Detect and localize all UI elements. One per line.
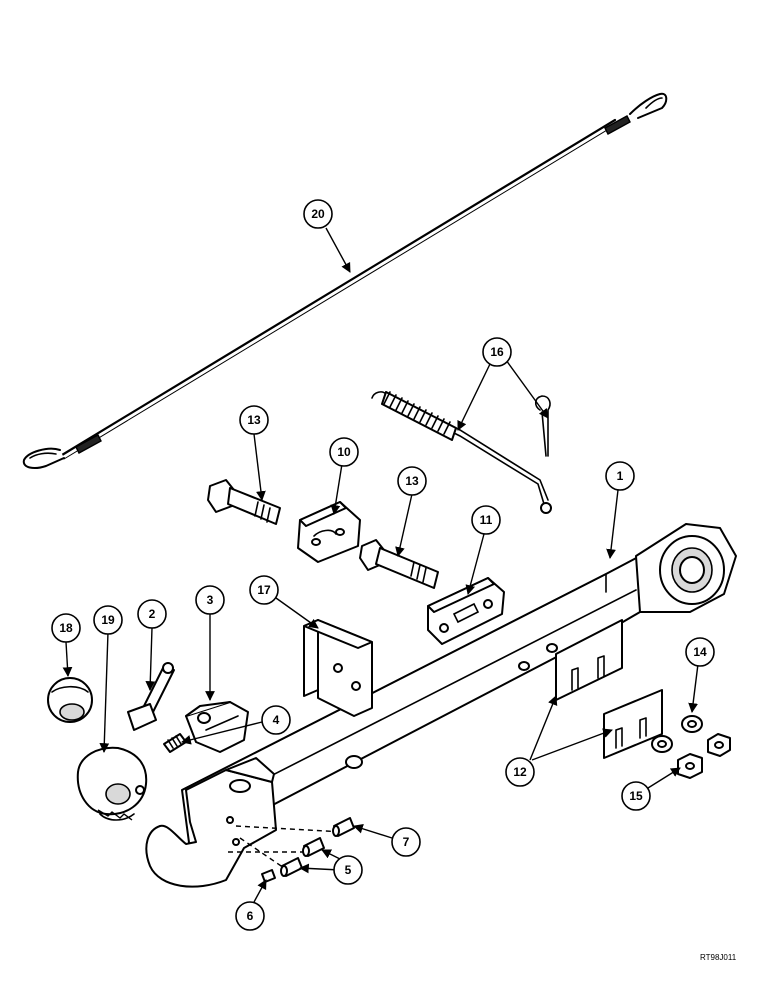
r-clip (534, 395, 551, 457)
cable-crimp-left (75, 434, 102, 454)
callout-12: 12 (505, 757, 535, 787)
snap-hook-right (629, 92, 668, 119)
leader-lines (62, 227, 699, 903)
callout-2: 2 (137, 599, 167, 629)
svg-text:5: 5 (345, 863, 352, 877)
svg-text:18: 18 (59, 621, 73, 635)
ball-end-eye (635, 523, 737, 613)
callout-17: 17 (249, 575, 279, 605)
svg-text:1: 1 (617, 469, 624, 483)
svg-text:17: 17 (257, 583, 271, 597)
callout-18: 18 (51, 613, 81, 643)
nut-part-15-right (707, 733, 731, 757)
callout-20: 20 (303, 199, 333, 229)
latch-housing-part-19 (76, 746, 148, 821)
svg-text:19: 19 (101, 613, 115, 627)
roll-pin-part-5-lower (280, 857, 303, 877)
callout-16: 16 (482, 337, 512, 367)
callout-3: 3 (195, 585, 225, 615)
svg-text:6: 6 (247, 909, 254, 923)
ball-part-18 (47, 677, 93, 723)
callout-13-right: 13 (397, 466, 427, 496)
svg-text:12: 12 (513, 765, 527, 779)
svg-text:16: 16 (490, 345, 504, 359)
latch-plate-part-11 (427, 577, 505, 645)
shim-part-12-upper (555, 619, 623, 701)
small-spring-part-4 (163, 733, 187, 753)
callout-13-left: 13 (239, 405, 269, 435)
snap-hook-left (22, 447, 65, 469)
svg-text:10: 10 (337, 445, 351, 459)
callout-19: 19 (93, 605, 123, 635)
lower-link-arm-part-1 (145, 523, 737, 888)
washer-part-14-right (681, 715, 703, 733)
quick-hitch-hook-end (145, 757, 277, 888)
callout-4: 4 (261, 705, 291, 735)
callout-7: 7 (391, 827, 421, 857)
latch-block-part-10 (297, 501, 361, 563)
roll-pin-part-7 (332, 817, 355, 837)
reference-code: RT98J011 (700, 953, 737, 962)
latch-lever-part-2 (127, 662, 175, 731)
svg-text:13: 13 (247, 413, 261, 427)
callout-11: 11 (471, 505, 501, 535)
bolt-part-13-left (207, 479, 281, 525)
svg-text:11: 11 (480, 513, 493, 527)
washer-part-14-left (651, 735, 673, 753)
callout-10: 10 (329, 437, 359, 467)
svg-text:3: 3 (207, 593, 214, 607)
nut-part-15-left (677, 753, 703, 779)
callout-14: 14 (685, 637, 715, 667)
svg-text:13: 13 (405, 474, 419, 488)
latch-body-part-3 (185, 701, 249, 753)
callout-6: 6 (235, 901, 265, 931)
roll-pin-part-5-upper (302, 837, 325, 857)
svg-text:15: 15 (629, 789, 643, 803)
shim-part-12-lower (603, 689, 663, 759)
svg-text:2: 2 (149, 607, 156, 621)
spring-rod-assembly-part-16 (371, 391, 552, 514)
callout-1: 1 (605, 461, 635, 491)
bracket-part-17 (303, 619, 373, 717)
pin-part-6 (261, 869, 276, 883)
svg-text:7: 7 (403, 835, 410, 849)
callout-15: 15 (621, 781, 651, 811)
tension-spring (381, 391, 457, 441)
check-cable-part-20 (22, 92, 668, 469)
svg-text:20: 20 (311, 207, 325, 221)
svg-text:4: 4 (273, 713, 280, 727)
cable-crimp-right (604, 115, 631, 135)
bolt-part-13-right (359, 539, 439, 589)
callout-5: 5 (333, 855, 363, 885)
svg-text:14: 14 (693, 645, 707, 659)
